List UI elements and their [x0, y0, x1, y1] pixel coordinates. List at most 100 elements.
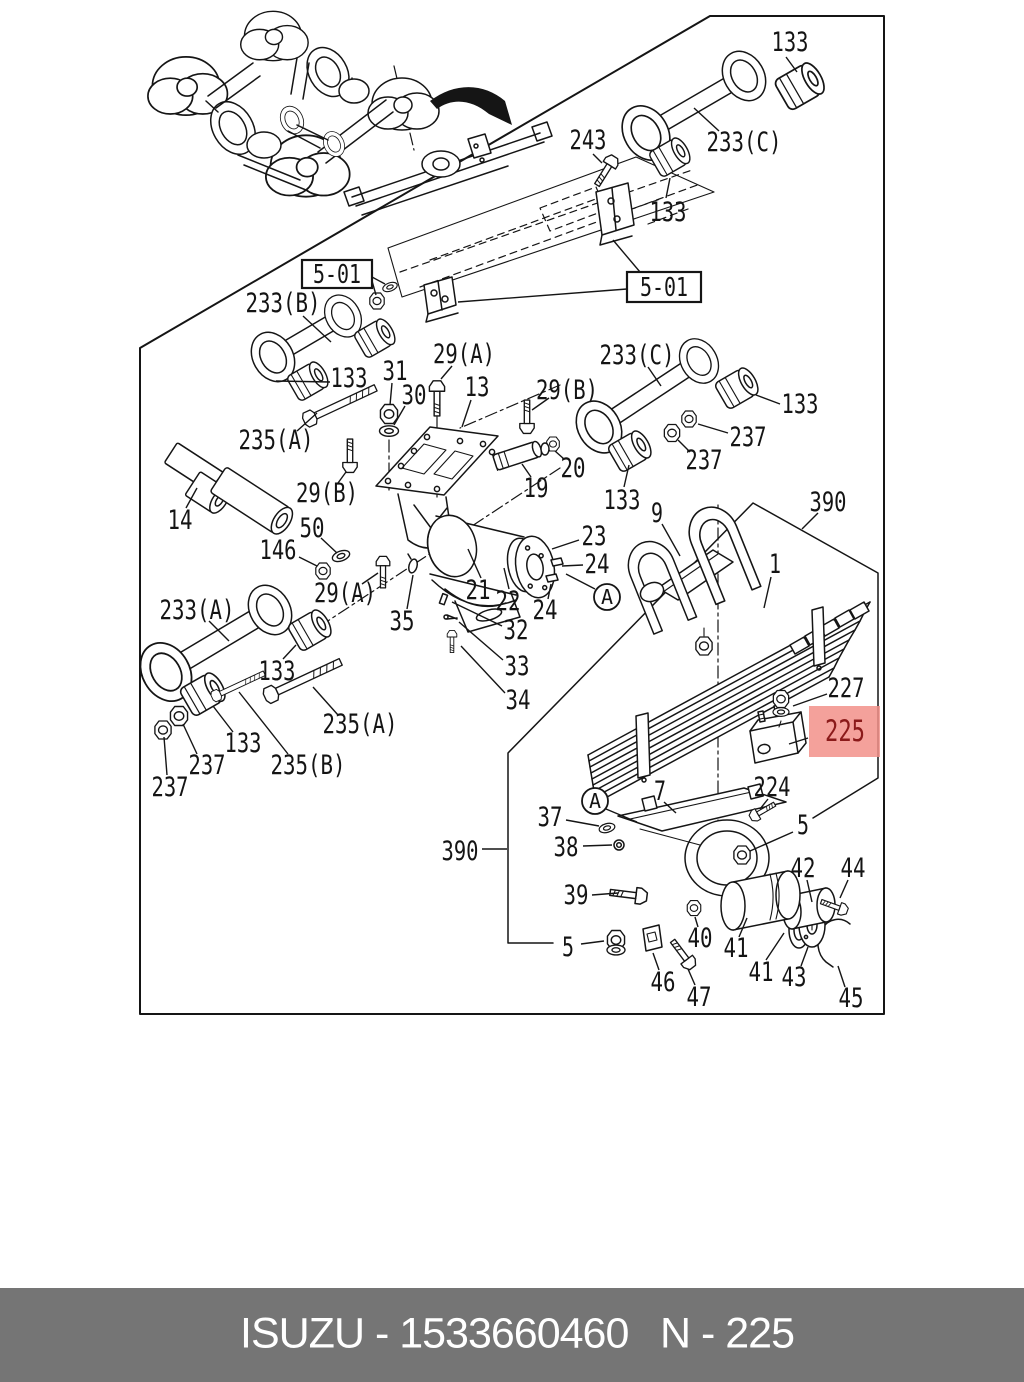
part-label-23: 23 — [582, 521, 607, 552]
leader-line — [661, 523, 681, 557]
leader-line — [693, 107, 720, 132]
part-label-133: 133 — [772, 27, 809, 58]
part-label-21: 21 — [466, 575, 491, 606]
direction-arrow — [430, 87, 512, 125]
leader-line — [302, 315, 332, 343]
part-label-38: 38 — [554, 832, 579, 863]
leader-line — [697, 423, 729, 434]
part-label-5: 5 — [562, 932, 574, 963]
leader-line — [282, 644, 297, 660]
footer-bar: ISUZU - 1533660460 N - 225 — [0, 1288, 1024, 1382]
leader-line — [312, 686, 339, 716]
highlight-box — [809, 706, 880, 757]
leader-line — [547, 583, 552, 600]
leader-line — [605, 808, 638, 823]
part-label-146: 146 — [260, 535, 297, 566]
part-label-50: 50 — [300, 513, 325, 544]
view-marker-circle — [581, 787, 609, 815]
leader-line — [765, 932, 785, 961]
part-label-237: 237 — [189, 750, 226, 781]
part-label-34: 34 — [506, 685, 531, 716]
leader-line — [652, 952, 660, 971]
spring-center-bolt-drawing — [695, 627, 713, 656]
leader-line — [687, 968, 696, 986]
part-label-9: 9 — [651, 498, 663, 529]
leader-line — [163, 736, 168, 776]
part-label-233(C): 233(C) — [707, 127, 782, 158]
leader-line — [801, 512, 819, 530]
part-label-29(A): 29(A) — [314, 578, 376, 609]
part-label-39: 39 — [564, 880, 589, 911]
part-label-133: 133 — [650, 197, 687, 228]
part-label-390: 390 — [442, 836, 479, 867]
leader-line — [461, 399, 472, 428]
part-label-233(B): 233(B) — [246, 288, 321, 319]
u-bolts-drawing — [619, 498, 762, 635]
leader-line — [837, 965, 846, 988]
ref-box-5-01 — [625, 270, 703, 304]
small-parts-32-33-34-drawing — [438, 592, 458, 654]
leader-line — [755, 394, 781, 405]
leader-line — [647, 366, 662, 387]
part-label-237: 237 — [730, 422, 767, 453]
part-label-30: 30 — [402, 380, 427, 411]
part-label-13: 13 — [465, 372, 490, 403]
leader-line — [800, 946, 809, 967]
part-label-46: 46 — [651, 967, 676, 998]
leader-line — [337, 471, 347, 484]
leader-line — [298, 556, 318, 567]
part-label-133: 133 — [782, 389, 819, 420]
part-label-235(A): 235(A) — [239, 425, 314, 456]
part-label-32: 32 — [504, 615, 529, 646]
leader-line — [182, 723, 198, 755]
part-label-243: 243 — [570, 125, 607, 156]
leader-line — [320, 537, 338, 554]
leader-line — [551, 539, 580, 550]
leader-line — [582, 844, 613, 847]
part-label-29(B): 29(B) — [296, 478, 358, 509]
axle-assembly-drawing — [147, 10, 440, 198]
clip-35-drawing — [407, 553, 419, 574]
part-label-233(C): 233(C) — [600, 340, 675, 371]
part-label-133: 133 — [331, 363, 368, 394]
part-label-20: 20 — [561, 453, 586, 484]
leader-line — [694, 916, 699, 928]
part-label-22: 22 — [496, 586, 521, 617]
part-label-233(A): 233(A) — [160, 595, 235, 626]
part-label-41: 41 — [724, 933, 749, 964]
part-label-14: 14 — [168, 505, 193, 536]
torque-rod-233C-top-drawing — [611, 42, 830, 179]
part-label-5-01: 5-01 — [640, 273, 688, 303]
part-label-35: 35 — [390, 606, 415, 637]
part-label-24: 24 — [533, 595, 558, 626]
leader-line — [503, 567, 510, 590]
leader-line — [389, 382, 393, 406]
pin-14-drawing — [164, 442, 294, 535]
torque-rod-233A-drawing — [129, 576, 336, 718]
part-label-235(A): 235(A) — [323, 709, 398, 740]
torque-rod-233C-mid-drawing — [566, 331, 763, 474]
parts-diagram: 133233(C)2431335-015-01233(B)133313029(A… — [129, 10, 885, 1015]
leader-line — [792, 693, 828, 707]
part-label-5-01: 5-01 — [313, 260, 361, 290]
leader-line — [440, 365, 453, 380]
leader-line — [460, 645, 506, 694]
leader-line — [467, 548, 482, 579]
part-label-19: 19 — [524, 473, 549, 504]
part-label-31: 31 — [383, 356, 408, 387]
footer-page-ref: N - 225 — [660, 1309, 795, 1358]
part-label-29(A): 29(A) — [433, 339, 495, 370]
part-label-29(B): 29(B) — [536, 375, 598, 406]
part-label-1: 1 — [769, 549, 781, 580]
leader-line — [665, 177, 671, 199]
leader-line — [275, 380, 331, 383]
torque-rod-233B-drawing — [241, 287, 400, 403]
leader-line — [580, 940, 605, 945]
part-label-7: 7 — [654, 776, 666, 807]
part-label-40: 40 — [688, 923, 713, 954]
leader-line — [612, 239, 641, 273]
leader-line — [531, 397, 550, 411]
leader-line — [458, 621, 504, 661]
